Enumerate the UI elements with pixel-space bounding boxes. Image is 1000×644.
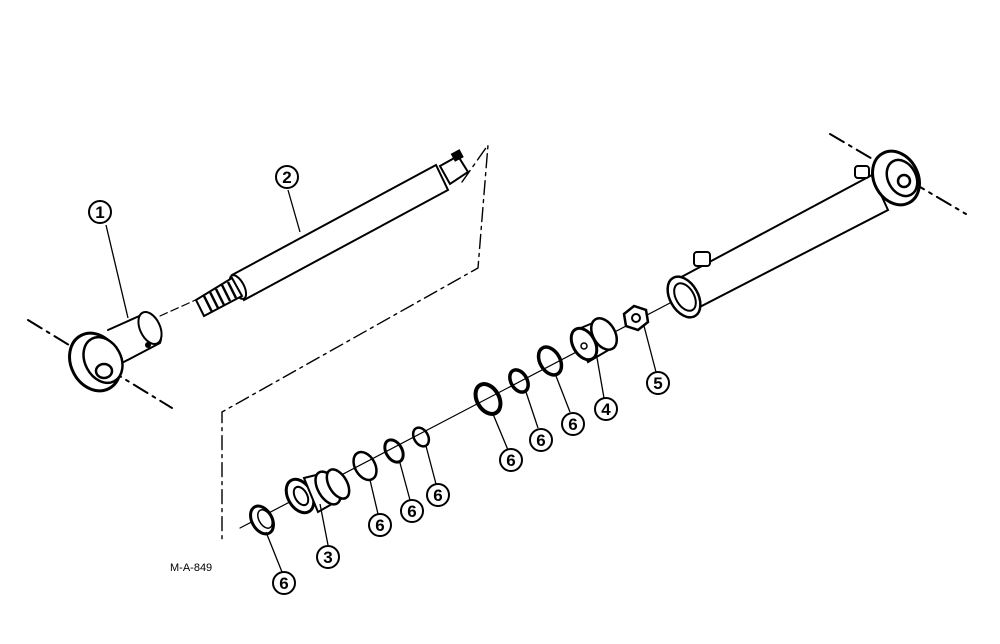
- callout-6: 6: [400, 499, 424, 523]
- callout-4-label: 4: [601, 400, 611, 419]
- callout-6-label: 6: [279, 574, 288, 593]
- callout-1: 1: [88, 200, 112, 224]
- callout-6: 6: [529, 428, 553, 452]
- callout-1-label: 1: [95, 203, 104, 222]
- cylinder-barrel-part: [666, 149, 921, 319]
- callout-6-label: 6: [433, 486, 442, 505]
- callout-6: 6: [426, 483, 450, 507]
- nut-part: [622, 304, 650, 332]
- callout-6: 6: [561, 412, 585, 436]
- leader-lines: [105, 189, 657, 573]
- callout-6: 6: [272, 571, 296, 595]
- callout-4: 4: [594, 397, 618, 421]
- callout-3: 3: [316, 545, 340, 569]
- callout-2: 2: [275, 165, 299, 189]
- callout-2-label: 2: [282, 168, 291, 187]
- callout-5: 5: [646, 371, 670, 395]
- axis-lines: [27, 133, 967, 543]
- rod-eye-part: [68, 311, 163, 393]
- callout-6-label: 6: [536, 431, 545, 450]
- callout-6: 6: [368, 513, 392, 537]
- callout-6: 6: [499, 448, 523, 472]
- gland-part: [284, 468, 351, 515]
- callout-6-label: 6: [568, 415, 577, 434]
- callout-3-label: 3: [323, 548, 332, 567]
- piston-rod-part: [194, 149, 470, 318]
- callout-6-label: 6: [506, 451, 515, 470]
- callout-5-label: 5: [653, 374, 662, 393]
- callout-6-label: 6: [407, 502, 416, 521]
- piston-part: [569, 317, 619, 364]
- drawing-reference: M-A-849: [170, 562, 212, 574]
- seals-and-piston: [249, 304, 650, 536]
- callout-6-label: 6: [375, 516, 384, 535]
